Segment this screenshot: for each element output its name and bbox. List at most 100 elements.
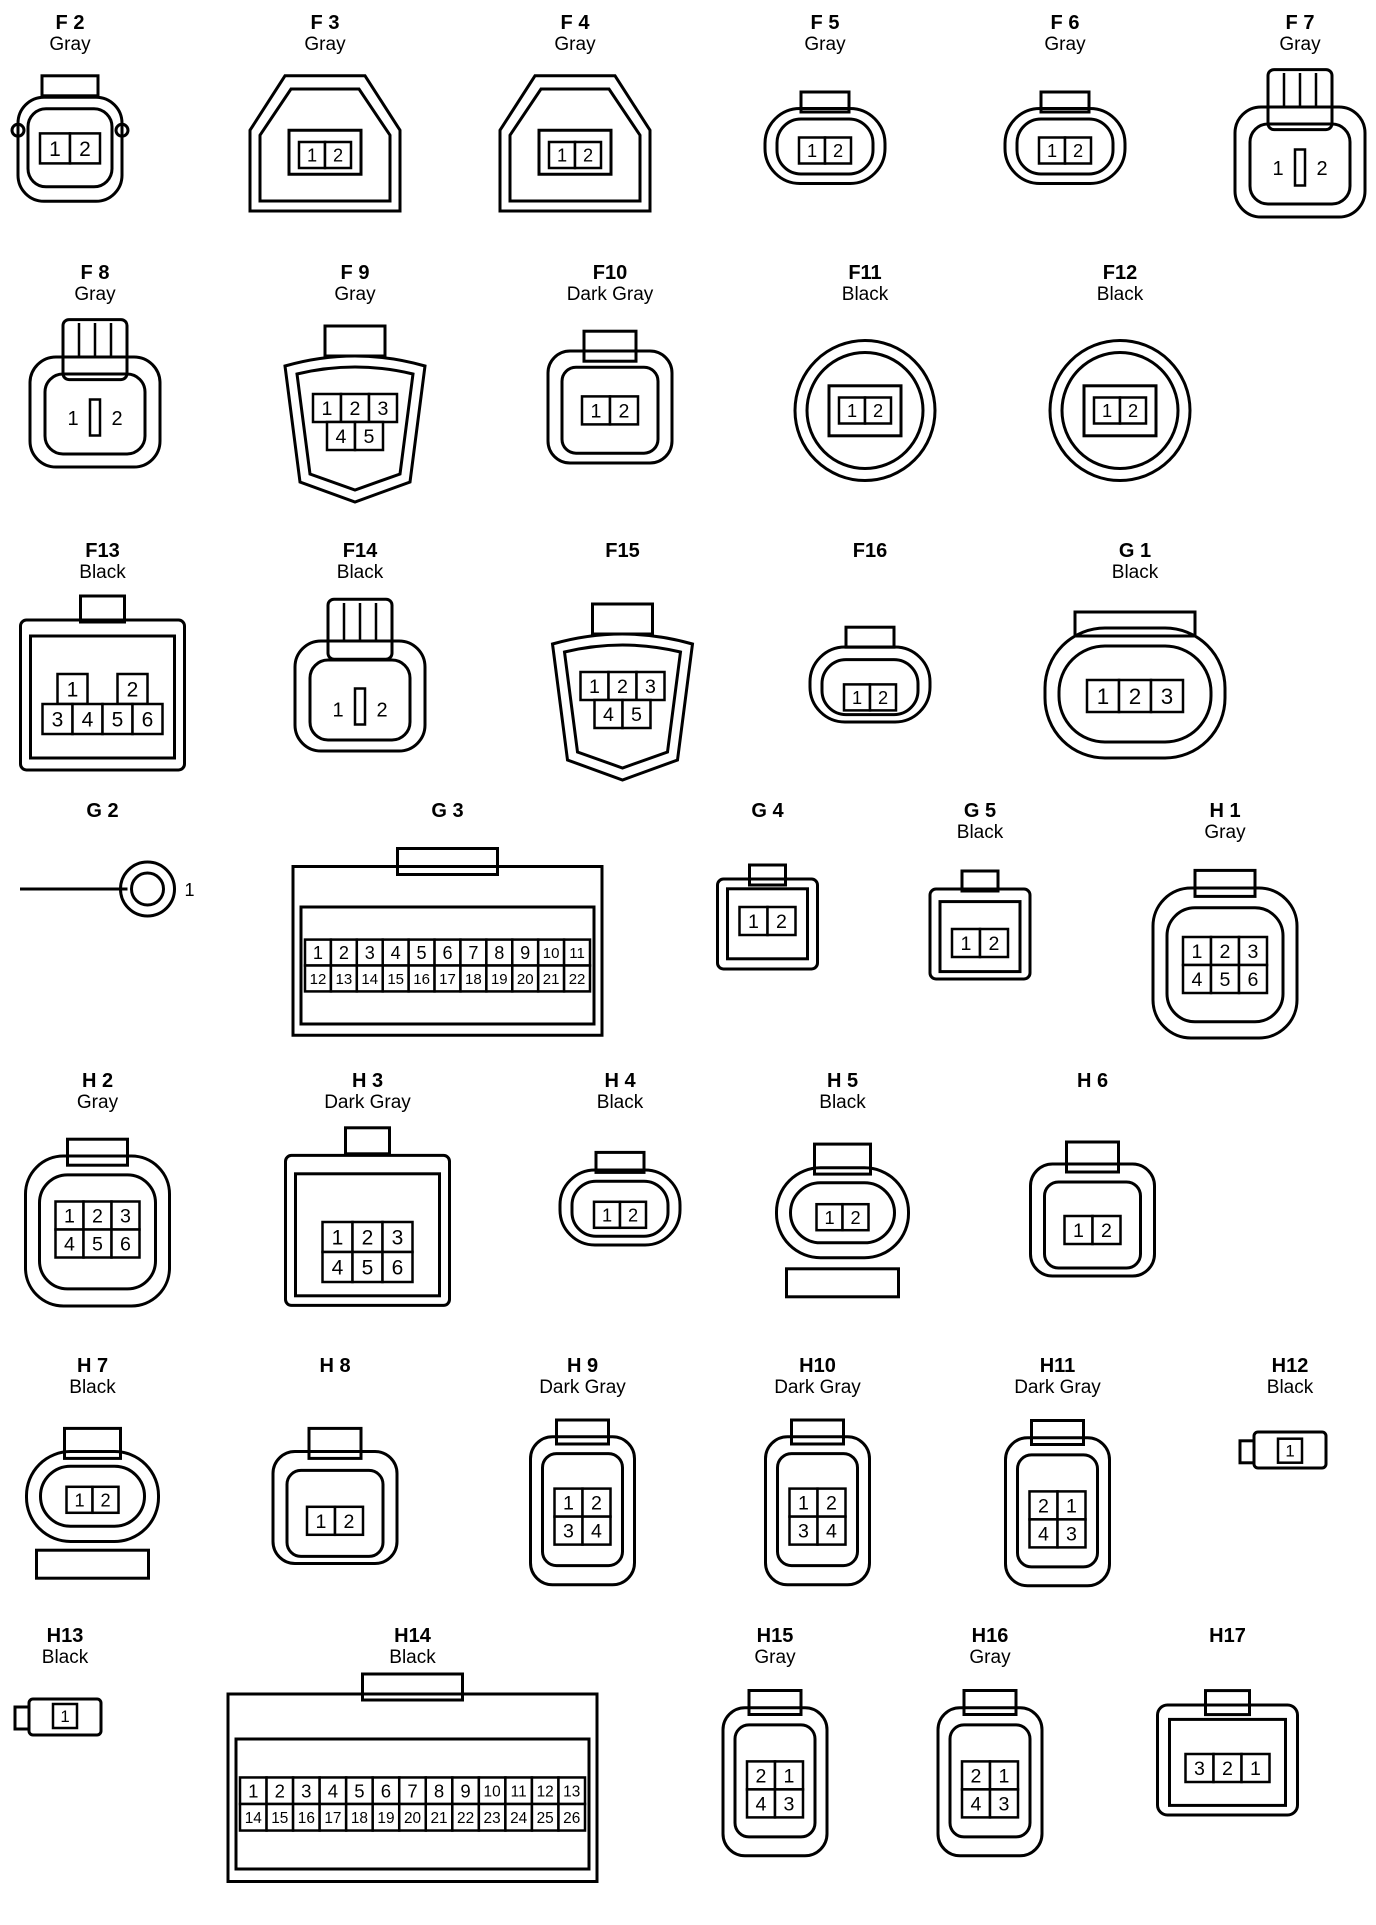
connector-housing <box>808 625 932 724</box>
pin-number: 7 <box>468 943 478 963</box>
pin-cell <box>477 1776 507 1806</box>
pin-number: 1 <box>748 911 759 933</box>
pin-number: 6 <box>120 1234 131 1256</box>
connector-id-label: H 2 <box>81 1070 114 1092</box>
pin-number: 1 <box>784 1765 795 1787</box>
connector-id-label: H14 <box>394 1625 431 1647</box>
pin-number: 5 <box>112 709 124 732</box>
connector-housing <box>550 602 695 782</box>
pin-number: 4 <box>391 943 401 963</box>
connector-housing <box>271 1426 399 1565</box>
pin-number: 26 <box>563 1810 580 1827</box>
pin-number: 7 <box>407 1780 417 1801</box>
pin-number: 1 <box>847 401 857 421</box>
connector-id-label: H 4 <box>604 1070 636 1092</box>
pin-number: 2 <box>1073 141 1083 161</box>
pin-cell <box>1091 1214 1122 1246</box>
connector-id-label: F 6 <box>1050 12 1080 34</box>
pin-number: 6 <box>442 943 452 963</box>
connector-housing <box>1151 868 1299 1040</box>
connector-housing <box>10 74 130 203</box>
pin-number: 18 <box>465 971 482 988</box>
pin-cell <box>573 140 603 170</box>
connector-housing <box>283 324 427 504</box>
pin-cell <box>536 964 566 993</box>
pin-number: 2 <box>1222 1758 1233 1780</box>
pin-number: 2 <box>833 141 843 161</box>
connector-id-label: G 5 <box>963 800 997 822</box>
pin-number: 6 <box>392 1257 404 1280</box>
pin-number: 3 <box>378 398 389 420</box>
pin-number: 3 <box>1161 684 1173 709</box>
pin-number: 10 <box>543 945 560 962</box>
pin-number: 2 <box>344 1511 355 1533</box>
pin-cell <box>353 420 385 452</box>
pin-number: 1 <box>1047 141 1057 161</box>
pin-number: 1 <box>563 1493 574 1515</box>
pin-number: 1 <box>591 400 602 422</box>
connector-drawing: 1 <box>1238 1430 1328 1470</box>
pin-cell <box>238 1776 268 1806</box>
connector-housing <box>28 318 162 469</box>
connector-color-label: Dark Gray <box>566 284 654 305</box>
connector-id-label: H 6 <box>1076 1070 1109 1092</box>
pin-number: 2 <box>989 933 1000 955</box>
connector-housing <box>775 1142 910 1299</box>
pin-cell <box>451 1802 481 1832</box>
connector-housing <box>1029 1140 1156 1278</box>
connector-color-label: Black <box>69 1377 116 1398</box>
connector-color-label: Black <box>1096 284 1144 305</box>
pin-number: 2 <box>878 688 888 708</box>
pin-number: 22 <box>569 971 586 988</box>
pin-cell <box>635 670 666 702</box>
pin-number: 20 <box>517 971 534 988</box>
connector-color-label: Gray <box>804 34 846 55</box>
connector-housing <box>558 1150 682 1247</box>
pin-cell <box>557 1776 587 1806</box>
pin-number: 2 <box>339 943 349 963</box>
pin-number: 6 <box>142 709 154 732</box>
connector-housing <box>24 1137 171 1308</box>
pin-number: 4 <box>603 704 614 726</box>
pin-number: 5 <box>362 1257 374 1280</box>
pin-number: 2 <box>79 138 91 161</box>
pin-number: 1 <box>1192 941 1203 963</box>
pin-number: 14 <box>361 971 378 988</box>
pin-number: 1 <box>1250 1758 1261 1780</box>
pin-number: 17 <box>439 971 456 988</box>
pin-cell <box>1149 678 1185 714</box>
connector-id-label: F10 <box>592 262 628 284</box>
pin-number: 1 <box>67 679 79 702</box>
pin-number: 2 <box>92 1206 103 1228</box>
connector-color-label: Gray <box>754 1647 796 1668</box>
pin-number: 18 <box>351 1810 368 1827</box>
pin-number: 2 <box>617 676 628 698</box>
connector-id-label: H15 <box>756 1625 794 1647</box>
pin-number: 2 <box>1101 1220 1112 1242</box>
connector-id-label: G 3 <box>431 800 464 822</box>
pin-number: 25 <box>537 1810 554 1827</box>
pin-cell <box>557 1802 587 1832</box>
pin-cell <box>766 905 797 937</box>
pin-number: 2 <box>350 398 361 420</box>
pin-cell <box>1237 963 1269 995</box>
